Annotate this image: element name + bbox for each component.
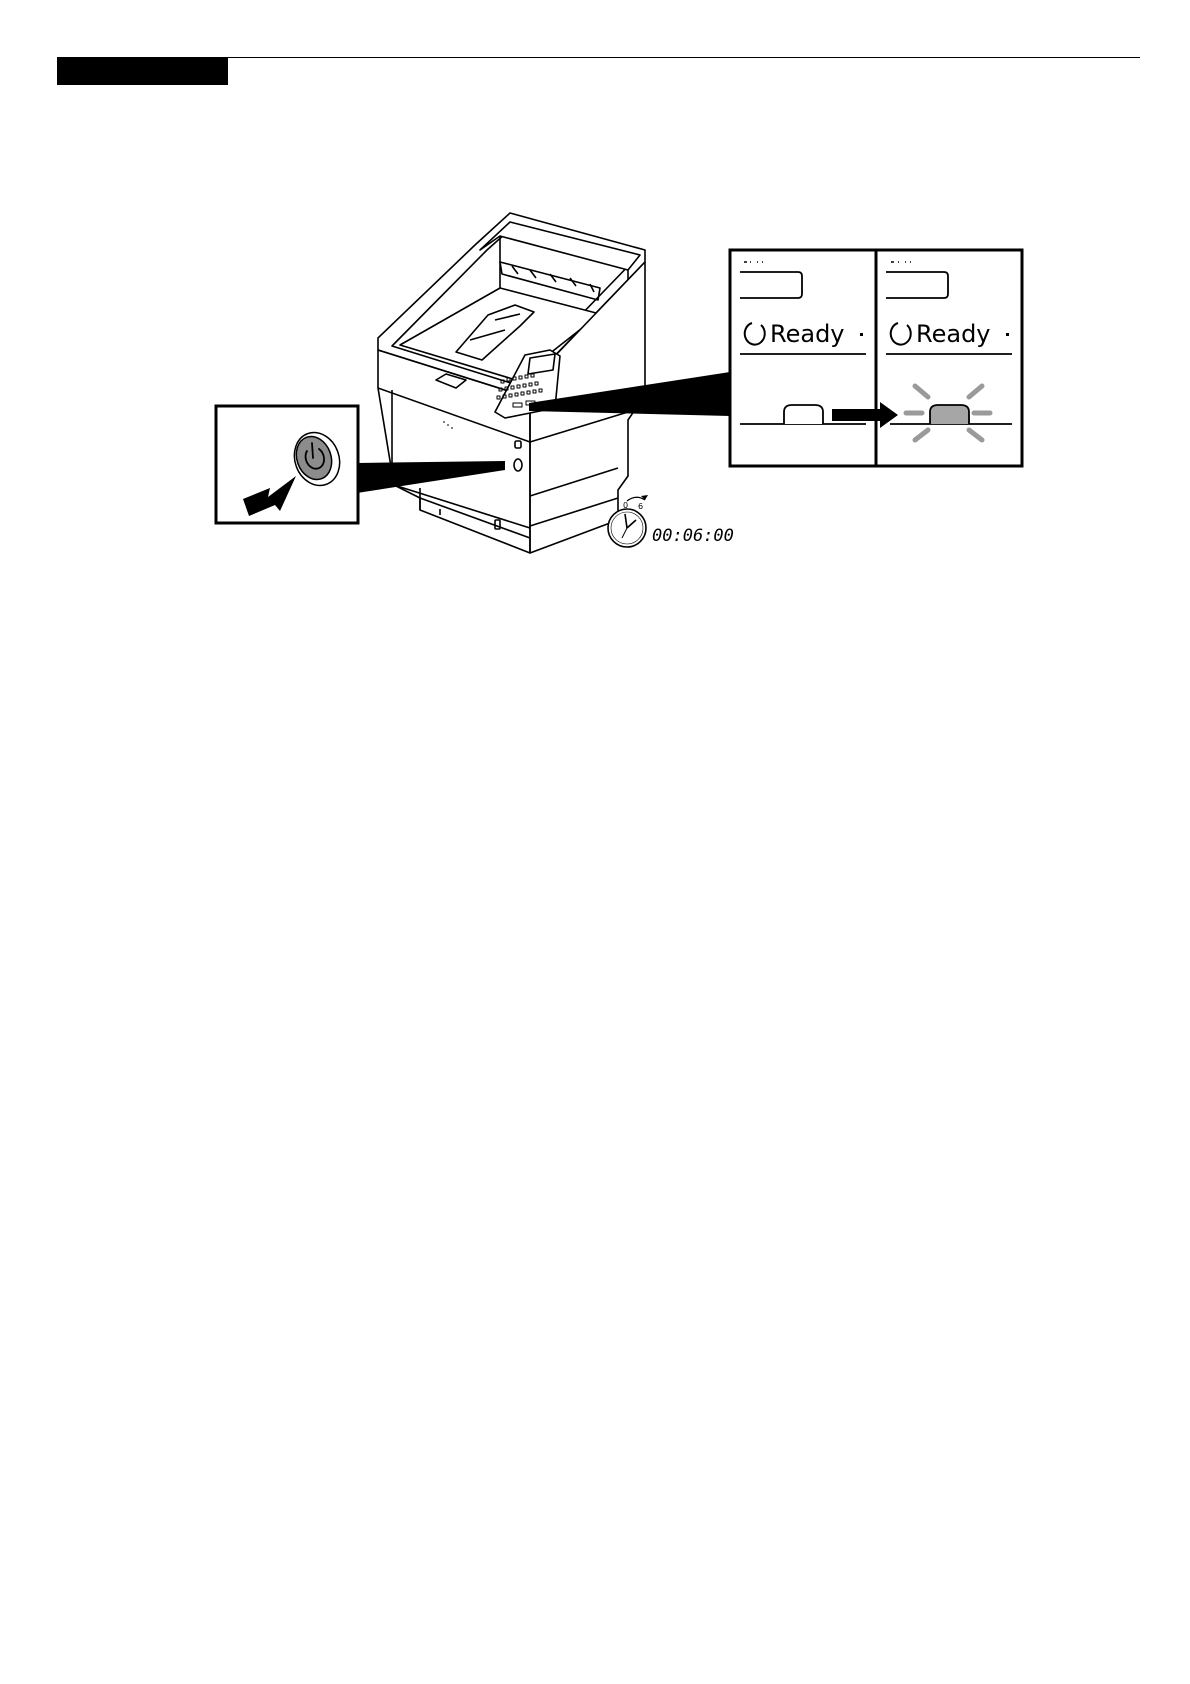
power-button-inset xyxy=(216,406,358,523)
status-text-after: Ready xyxy=(916,320,991,348)
timer-readout: 00:06:00 xyxy=(652,526,734,546)
power-on-illustration: Ready Ready xyxy=(0,0,1190,600)
status-text-before: Ready xyxy=(770,320,845,348)
display-inset: Ready Ready xyxy=(730,250,1022,466)
status-lamp-lit xyxy=(930,405,969,424)
warmup-timer: 0 6 00:06:00 xyxy=(608,495,734,547)
dial-end-label: 6 xyxy=(638,502,643,511)
dial-start-label: 0 xyxy=(623,501,628,510)
printer-drawing xyxy=(378,213,645,553)
status-lamp-off xyxy=(784,405,823,424)
